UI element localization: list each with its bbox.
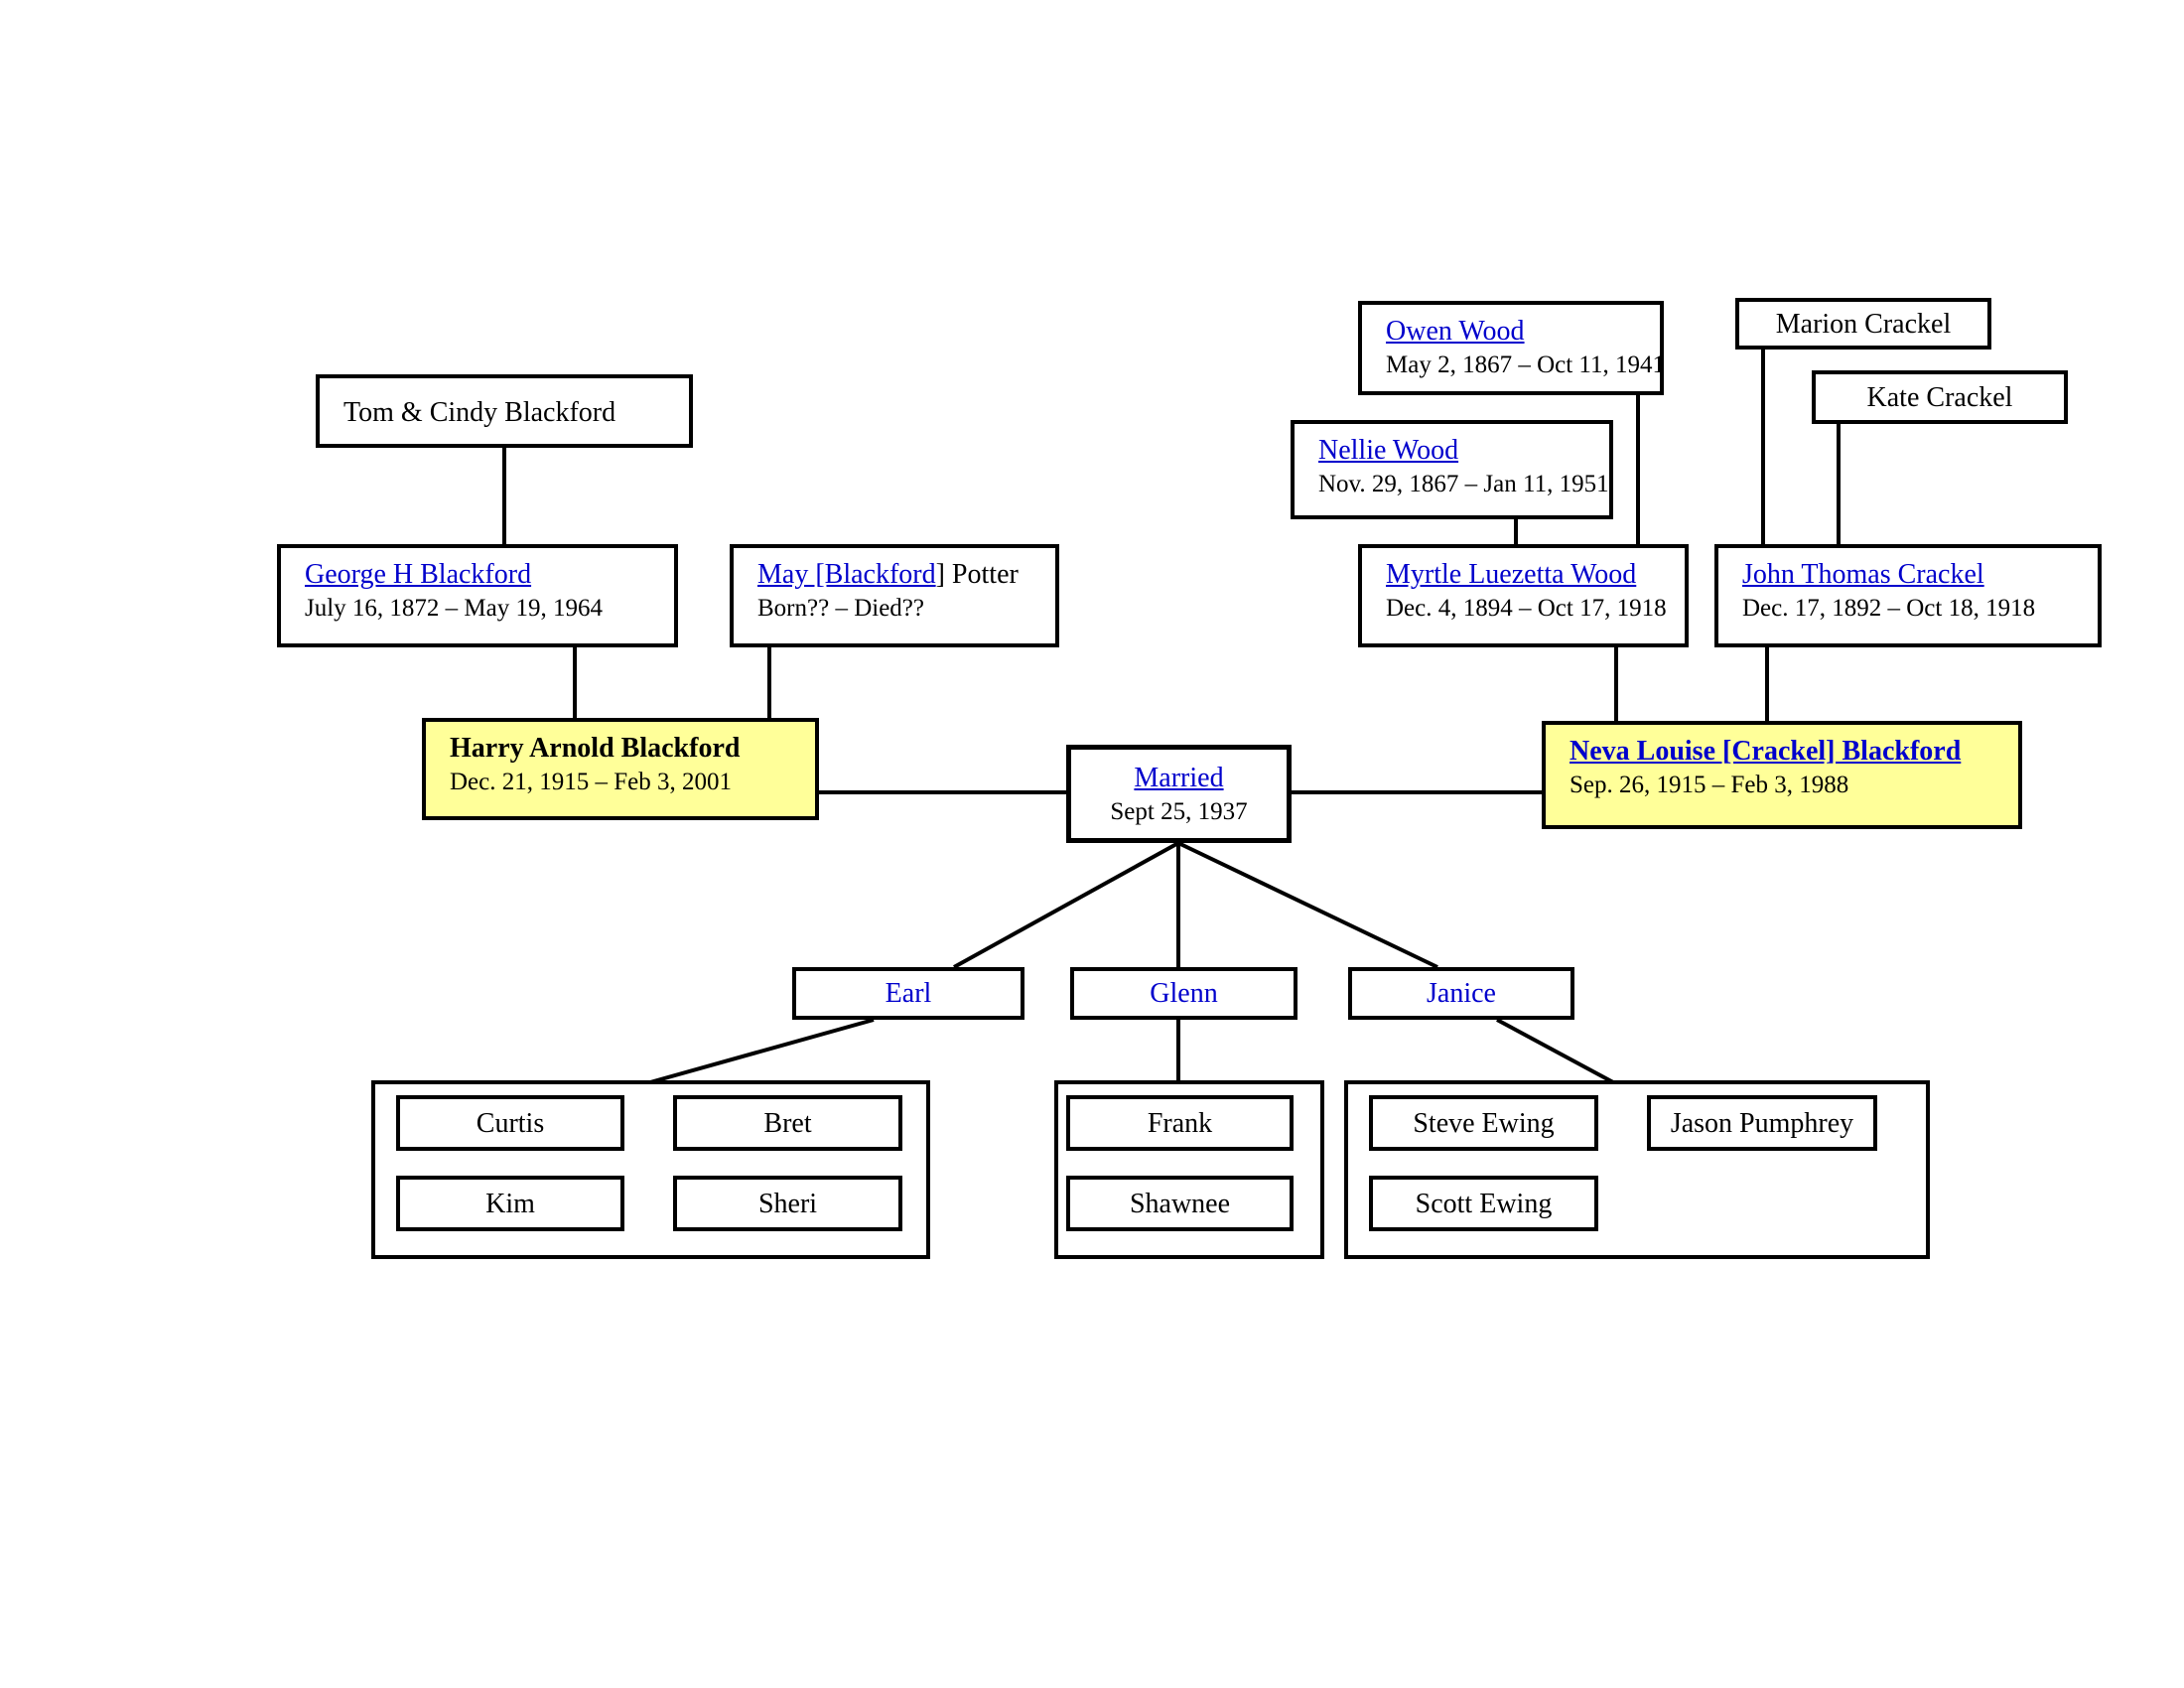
link-george-h-blackford[interactable]: George H Blackford <box>305 559 532 590</box>
person-name: Kate Crackel <box>1866 381 2013 413</box>
link-janice[interactable]: Janice <box>1427 978 1496 1009</box>
person-box-curtis: Curtis <box>396 1095 624 1151</box>
person-dates: Dec. 21, 1915 – Feb 3, 2001 <box>450 769 732 795</box>
person-name: Steve Ewing <box>1413 1107 1555 1139</box>
person-box-sheri: Sheri <box>673 1176 902 1231</box>
link-nellie-wood[interactable]: Nellie Wood <box>1318 435 1459 466</box>
line-earl-to-children <box>649 1018 875 1084</box>
marriage-label: Married <box>1134 761 1223 795</box>
person-box-marion-crackel: Marion Crackel <box>1735 298 1991 350</box>
link-owen-wood[interactable]: Owen Wood <box>1386 316 1525 347</box>
person-dates: Dec. 17, 1892 – Oct 18, 1918 <box>1742 595 2036 622</box>
link-myrtle-luezetta-wood[interactable]: Myrtle Luezetta Wood <box>1386 559 1637 590</box>
person-dates: May 2, 1867 – Oct 11, 1941 <box>1386 352 1665 378</box>
person-box-steve-ewing: Steve Ewing <box>1369 1095 1598 1151</box>
person-name: Harry Arnold Blackford <box>450 733 741 764</box>
person-name: Marion Crackel <box>1775 308 1952 340</box>
link-neva-louise-crackel-blackford[interactable]: Neva Louise [Crackel] Blackford <box>1570 736 1962 767</box>
link-glenn[interactable]: Glenn <box>1150 978 1218 1009</box>
person-box-jason-pumphrey: Jason Pumphrey <box>1647 1095 1877 1151</box>
person-box-bret: Bret <box>673 1095 902 1151</box>
link-may-blackford[interactable]: May [Blackford <box>757 559 936 590</box>
person-box-neva-louise-crackel-blackford: Neva Louise [Crackel] Blackford Sep. 26,… <box>1542 721 2022 829</box>
person-name: Glenn <box>1150 976 1217 1011</box>
person-box-scott-ewing: Scott Ewing <box>1369 1176 1598 1231</box>
person-box-george-h-blackford: George H Blackford July 16, 1872 – May 1… <box>277 544 678 647</box>
person-dates: Sep. 26, 1915 – Feb 3, 1988 <box>1570 772 1849 798</box>
line-married-to-janice <box>1177 841 1438 969</box>
person-box-owen-wood: Owen Wood May 2, 1867 – Oct 11, 1941 <box>1358 301 1665 395</box>
marriage-box: Married Sept 25, 1937 <box>1066 745 1292 843</box>
person-name: Nellie Wood <box>1318 433 1599 468</box>
person-dates: Nov. 29, 1867 – Jan 11, 1951 <box>1318 471 1609 497</box>
person-dates: Born?? – Died?? <box>757 595 924 622</box>
person-name: Janice <box>1427 976 1496 1011</box>
marriage-date: Sept 25, 1937 <box>1110 797 1248 825</box>
person-name: Kim <box>485 1188 535 1219</box>
person-name: Tom & Cindy Blackford <box>343 397 616 428</box>
person-box-john-thomas-crackel: John Thomas Crackel Dec. 17, 1892 – Oct … <box>1714 544 2102 647</box>
person-name: Frank <box>1147 1107 1213 1139</box>
person-name: Scott Ewing <box>1415 1188 1553 1219</box>
person-box-may-blackford-potter: May [Blackford] Potter Born?? – Died?? <box>730 544 1059 647</box>
person-name: John Thomas Crackel <box>1742 557 2088 592</box>
person-box-kim: Kim <box>396 1176 624 1231</box>
person-name: George H Blackford <box>305 557 664 592</box>
person-box-glenn: Glenn <box>1070 967 1297 1020</box>
person-box-harry-arnold-blackford: Harry Arnold Blackford Dec. 21, 1915 – F… <box>422 718 819 820</box>
person-name: Bret <box>763 1107 812 1139</box>
person-box-frank: Frank <box>1066 1095 1294 1151</box>
person-name: Curtis <box>476 1107 545 1139</box>
link-earl[interactable]: Earl <box>885 978 932 1009</box>
link-john-thomas-crackel[interactable]: John Thomas Crackel <box>1742 559 1984 590</box>
person-dates: Dec. 4, 1894 – Oct 17, 1918 <box>1386 595 1667 622</box>
line-married-to-earl <box>953 841 1179 969</box>
person-box-myrtle-luezetta-wood: Myrtle Luezetta Wood Dec. 4, 1894 – Oct … <box>1358 544 1689 647</box>
person-name: Earl <box>886 976 932 1011</box>
person-box-kate-crackel: Kate Crackel <box>1812 370 2068 424</box>
link-married[interactable]: Married <box>1134 762 1224 793</box>
person-box-tom-cindy-blackford: Tom & Cindy Blackford <box>316 374 693 448</box>
person-name: Sheri <box>757 1188 818 1219</box>
person-name: Myrtle Luezetta Wood <box>1386 557 1675 592</box>
person-dates: July 16, 1872 – May 19, 1964 <box>305 595 603 622</box>
person-box-earl: Earl <box>792 967 1024 1020</box>
person-box-janice: Janice <box>1348 967 1574 1020</box>
person-name: Shawnee <box>1129 1188 1231 1219</box>
line-janice-to-children <box>1496 1018 1614 1084</box>
person-box-nellie-wood: Nellie Wood Nov. 29, 1867 – Jan 11, 1951 <box>1291 420 1613 519</box>
person-name-suffix: ] Potter <box>935 559 1019 590</box>
person-name: May [Blackford] Potter <box>757 557 1045 592</box>
person-name: Neva Louise [Crackel] Blackford <box>1570 734 2008 769</box>
person-name: Owen Wood <box>1386 314 1650 349</box>
person-name: Jason Pumphrey <box>1670 1107 1854 1139</box>
person-box-shawnee: Shawnee <box>1066 1176 1294 1231</box>
